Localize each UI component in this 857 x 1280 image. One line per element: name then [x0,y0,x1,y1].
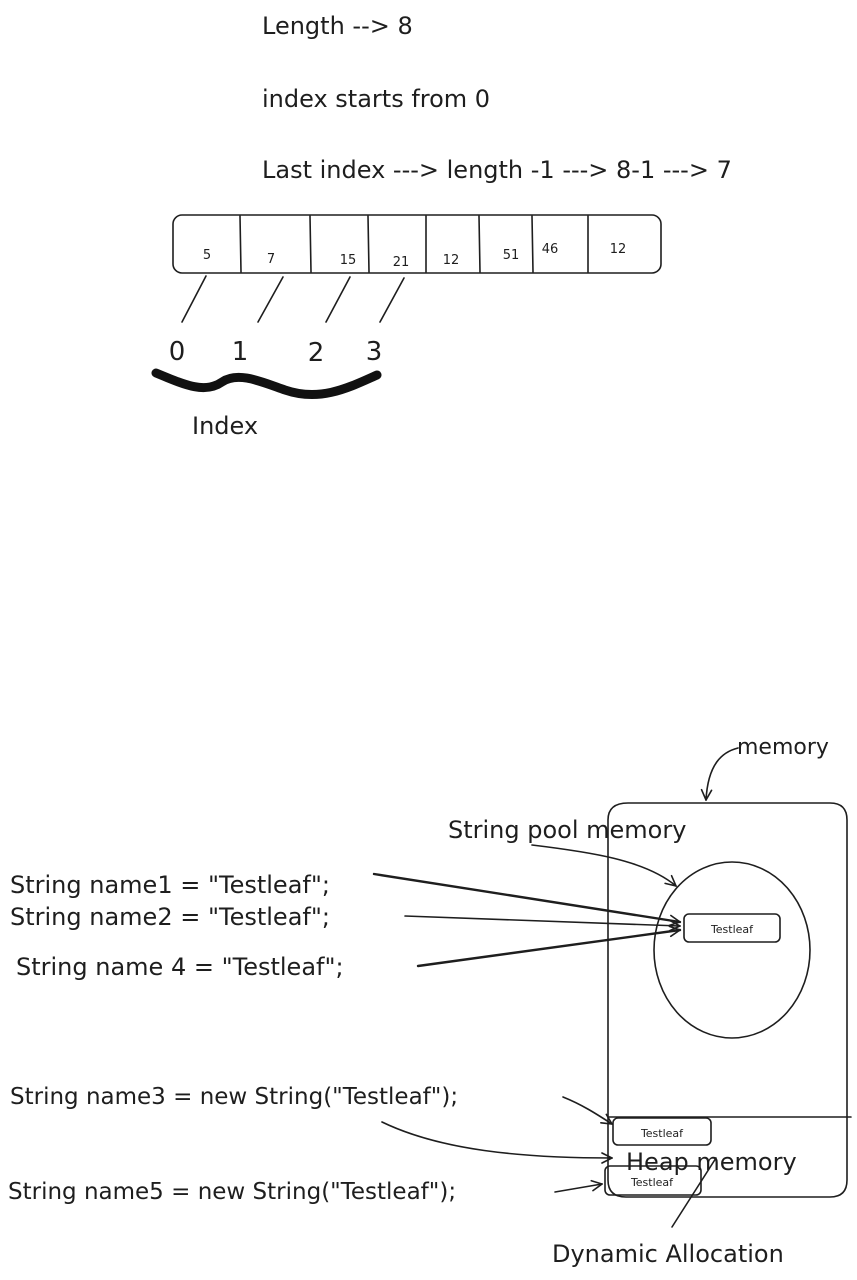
code-line-name1: String name1 = "Testleaf"; [10,871,330,899]
name3-heap-arrow [381,1121,612,1158]
array-divider [239,215,242,273]
heap-object-label-1: Testleaf [640,1127,684,1140]
heap-memory-label: Heap memory [626,1148,797,1176]
array-value: 15 [340,253,357,268]
memory-label-arrow [706,747,739,800]
code-line-name4: String name 4 = "Testleaf"; [16,953,344,981]
heap-object-label-2: Testleaf [630,1176,674,1189]
dynamic-allocation-pointer [671,1157,717,1228]
index-pointers [181,275,405,323]
array-value: 21 [393,255,410,270]
code-line-name3: String name3 = new String("Testleaf"); [10,1084,458,1110]
index-pointer-line [325,276,351,323]
code-line-name5: String name5 = new String("Testleaf"); [8,1179,456,1205]
index-brace-label: Index [192,412,258,440]
pool-object-label: Testleaf [710,923,754,936]
length-note: Length --> 8 [262,12,413,40]
code-line-name2: String name2 = "Testleaf"; [10,903,330,931]
index-pointer-line [257,276,284,323]
array-value: 46 [542,242,559,257]
index-label: 3 [366,337,383,367]
array-divider [309,215,312,273]
index-pointer-line [379,277,405,323]
pool-object-box [683,913,781,943]
last-index-note: Last index ---> length -1 ---> 8-1 ---> … [262,156,732,184]
array-box [172,214,662,274]
array-value: 5 [203,248,211,263]
string-pool-label-arrow [531,844,676,886]
name3-reference-arrow [562,1096,612,1124]
array-divider [367,215,370,273]
dynamic-allocation-label: Dynamic Allocation [552,1240,784,1268]
array-values: 5 7 15 21 12 51 46 12 [203,242,626,270]
index-label: 2 [308,338,325,368]
memory-label: memory [737,735,829,760]
array-divider [531,215,534,273]
array-value: 51 [503,248,520,263]
array-dividers [239,215,589,273]
index-brace [151,368,382,400]
index-labels: 0 1 2 3 [169,337,383,368]
string-pool-ellipse [653,861,811,1039]
name1-reference-arrow [372,872,680,922]
name5-reference-arrow [554,1184,602,1193]
array-value: 12 [443,253,460,268]
index-label: 1 [232,337,249,367]
heap-object-box-1 [612,1117,712,1146]
string-pool-label: String pool memory [448,816,686,844]
name2-reference-arrow [404,915,680,926]
array-value: 12 [610,242,627,257]
name4-reference-arrow [416,930,680,968]
array-divider [478,215,481,273]
memory-container [607,802,848,1198]
index-label: 0 [169,337,186,367]
array-value: 7 [267,252,275,267]
index-start-note: index starts from 0 [262,85,490,113]
index-pointer-line [181,275,207,323]
